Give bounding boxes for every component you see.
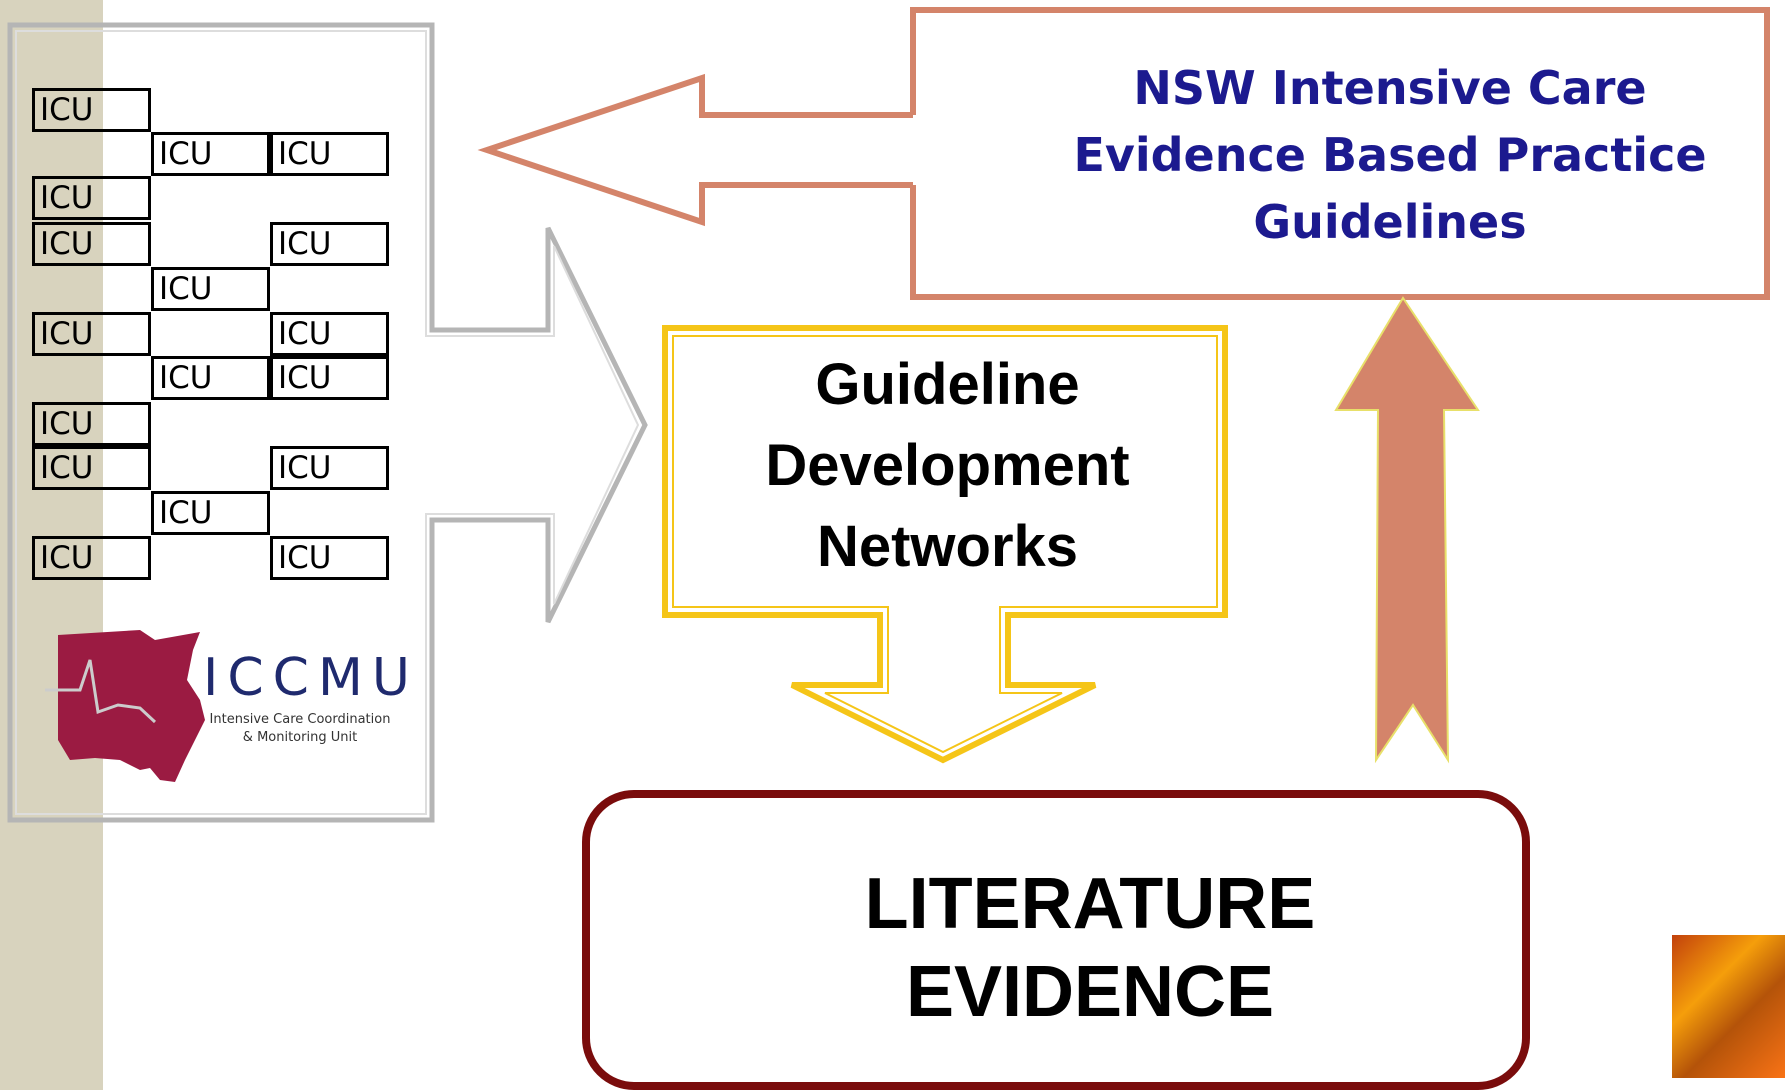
icu-unit: ICU	[32, 402, 151, 446]
logo-subtitle: Intensive Care Coordination & Monitoring…	[195, 711, 405, 747]
icu-unit: ICU	[270, 356, 389, 400]
nsw-guidelines-title: NSW Intensive Care Evidence Based Practi…	[1040, 55, 1740, 256]
icu-unit: ICU	[32, 176, 151, 220]
guideline-networks-title: Guideline Development Networks	[680, 344, 1215, 587]
icu-unit: ICU	[151, 267, 270, 311]
logo-subtitle-line1: Intensive Care Coordination	[209, 712, 391, 727]
nsw-line2: Evidence Based Practice	[1073, 128, 1707, 182]
literature-evidence-box	[582, 790, 1530, 1090]
up-arrow-to-guidelines	[1334, 296, 1480, 764]
literature-line1: LITERATURE	[864, 864, 1316, 944]
icu-unit: ICU	[151, 356, 270, 400]
joined-hands-photo	[1672, 935, 1785, 1078]
icu-unit: ICU	[32, 312, 151, 356]
icu-unit: ICU	[151, 132, 270, 176]
left-side-band	[0, 0, 103, 1090]
icu-unit: ICU	[270, 132, 389, 176]
literature-evidence-title: LITERATURE EVIDENCE	[620, 860, 1560, 1036]
gdn-line2: Development	[765, 433, 1130, 498]
left-arrow-to-network	[477, 73, 913, 227]
logo-subtitle-line2: & Monitoring Unit	[242, 730, 358, 745]
icu-unit: ICU	[270, 312, 389, 356]
nsw-guidelines-box	[910, 7, 1770, 300]
icu-unit: ICU	[32, 536, 151, 580]
nsw-line3: Guidelines	[1253, 195, 1527, 249]
gray-network-arrow	[7, 22, 648, 823]
icu-unit: ICU	[32, 88, 151, 132]
icu-unit: ICU	[270, 446, 389, 490]
guideline-networks-box	[662, 325, 1228, 764]
icu-unit: ICU	[270, 536, 389, 580]
icu-unit: ICU	[270, 222, 389, 266]
gdn-line1: Guideline	[815, 352, 1080, 417]
icu-unit: ICU	[32, 446, 151, 490]
icu-unit: ICU	[32, 222, 151, 266]
logo-name: ICCMU	[203, 648, 419, 708]
gdn-line3: Networks	[816, 514, 1079, 579]
literature-line2: EVIDENCE	[905, 952, 1275, 1032]
icu-unit: ICU	[151, 491, 270, 535]
nsw-line1: NSW Intensive Care	[1133, 61, 1647, 115]
